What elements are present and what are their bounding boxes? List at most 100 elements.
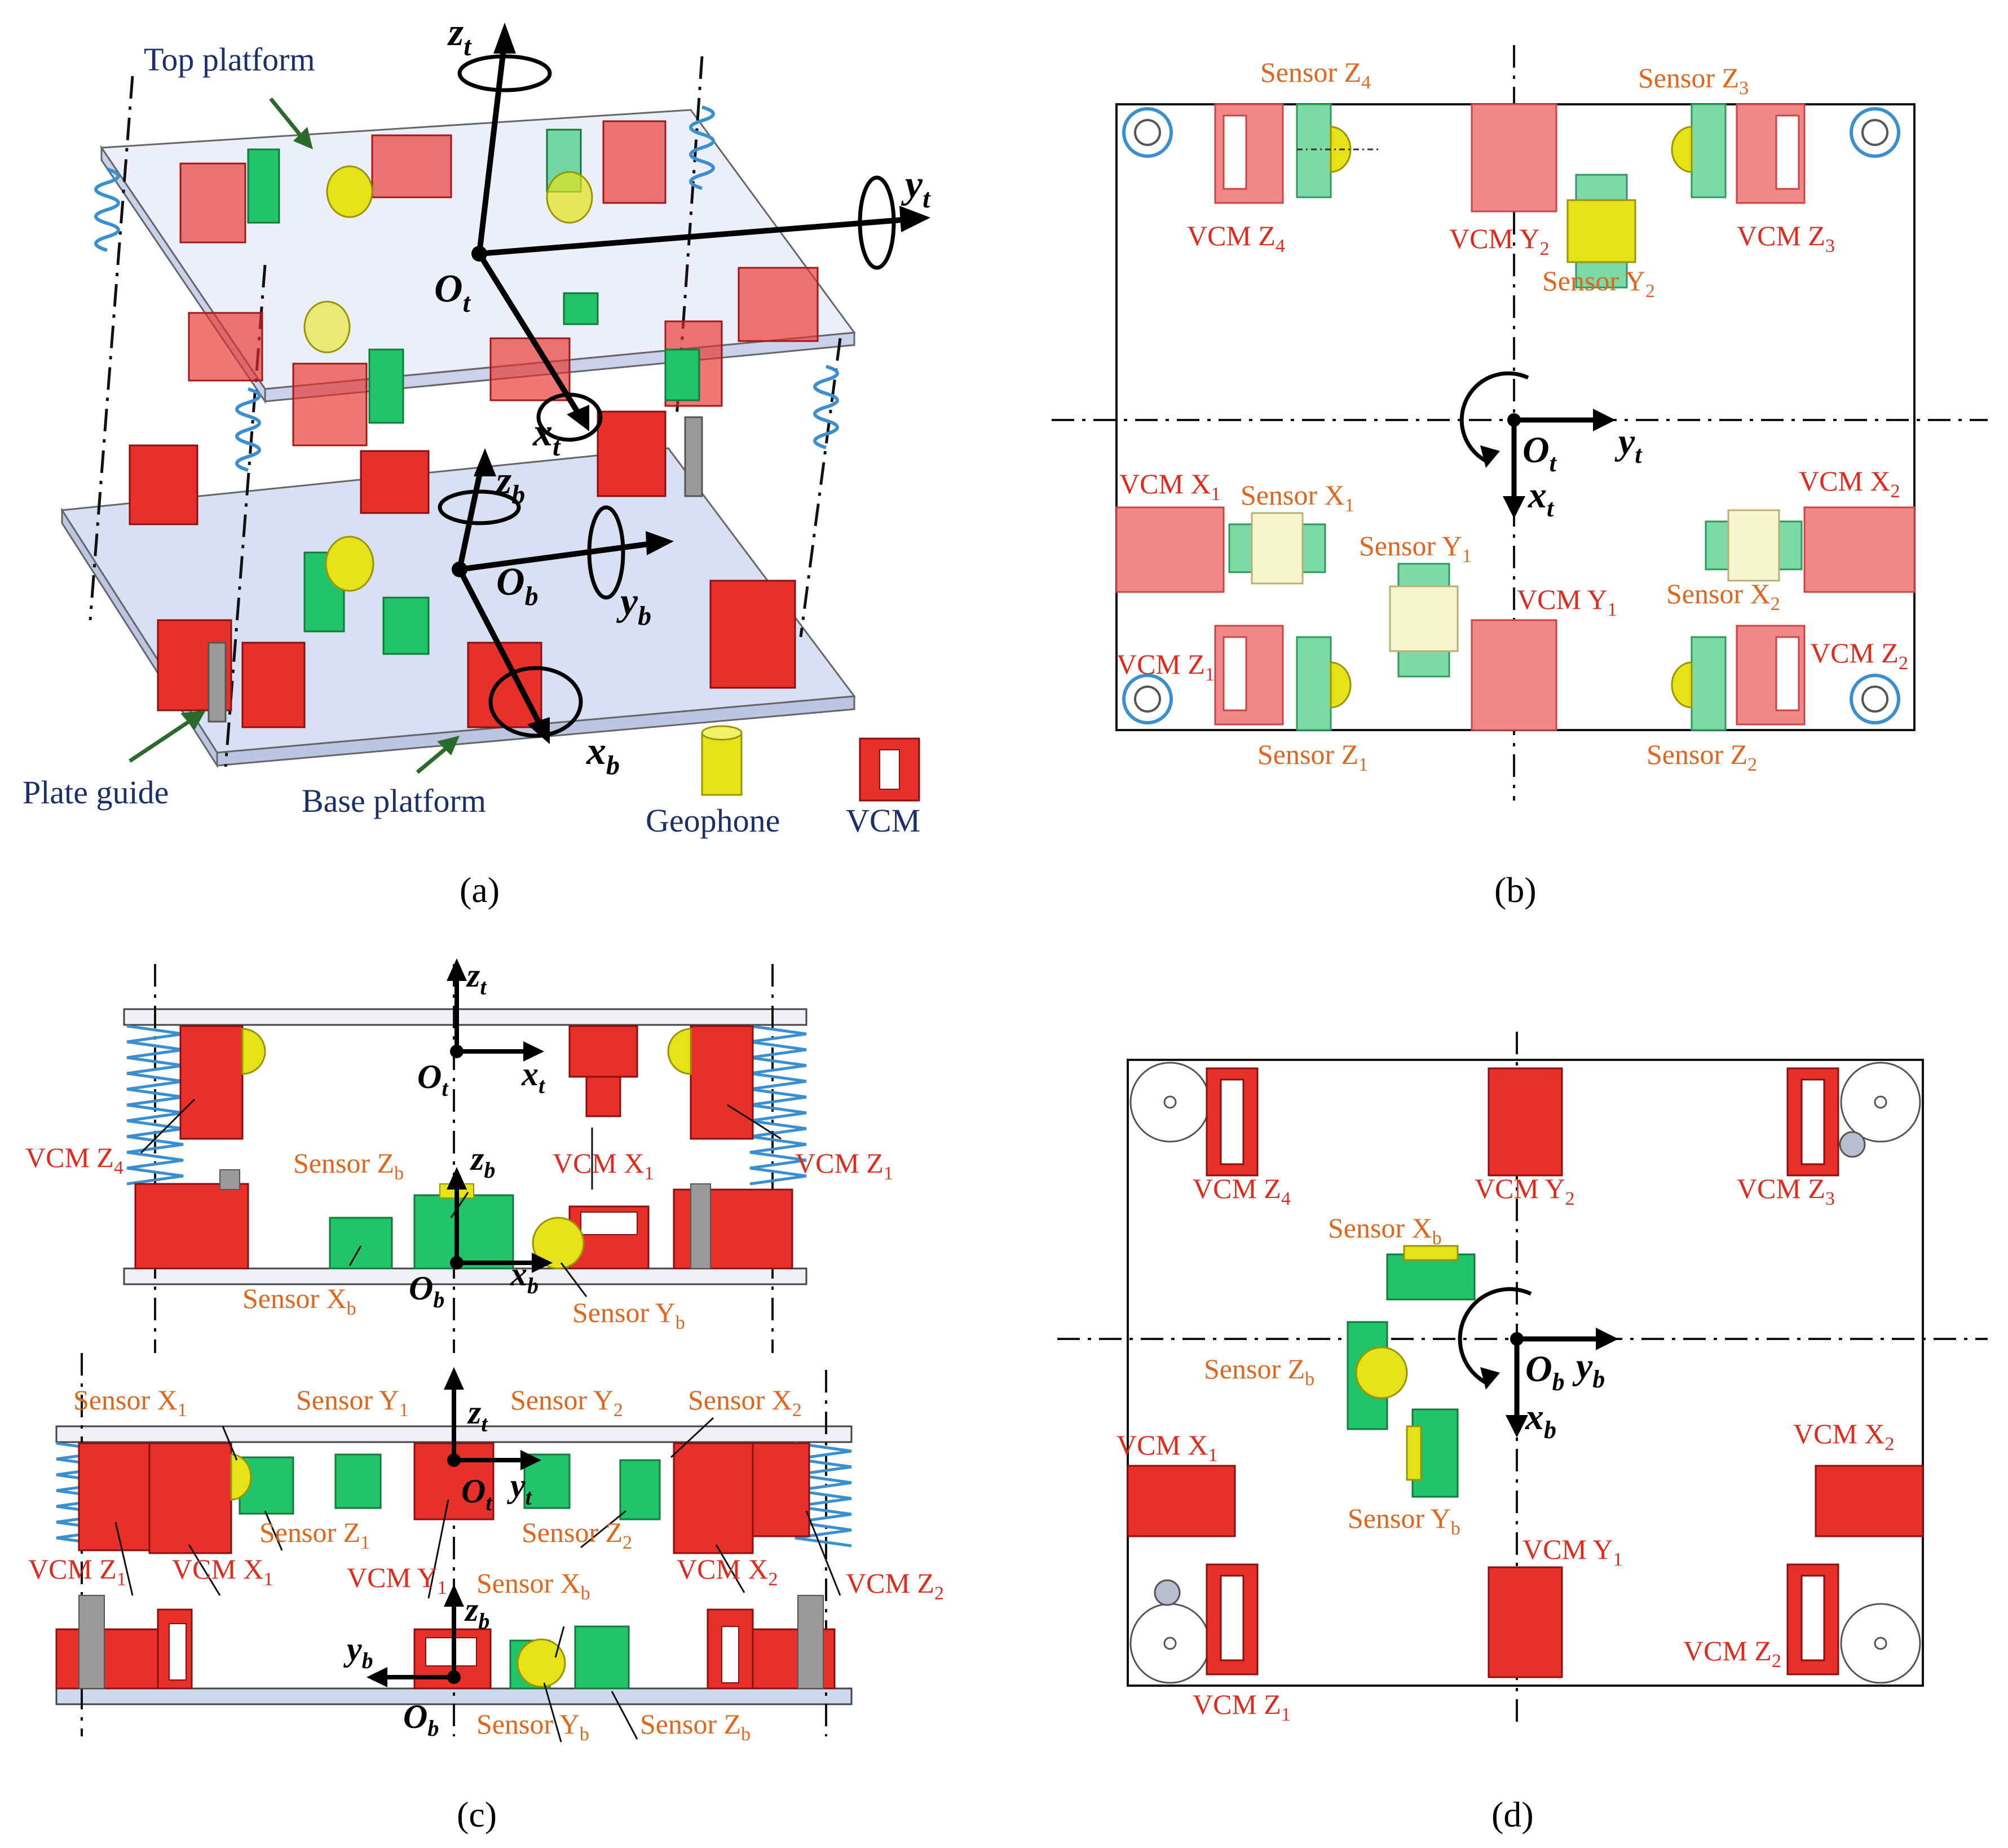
caption-c: (c)	[457, 1794, 497, 1834]
svg-text:Sensor X1: Sensor X1	[73, 1384, 187, 1421]
panel-a: zt yt Ot xt zb yb Ob xb Top platform Pla…	[23, 11, 931, 910]
vcm-icon	[371, 134, 452, 198]
svg-text:Sensor X2: Sensor X2	[688, 1384, 802, 1421]
geophone-icon	[326, 165, 373, 218]
svg-text:Ot: Ot	[434, 267, 471, 318]
vcm-icon	[738, 267, 819, 342]
arrow-head	[493, 23, 516, 54]
label-sensor-zb: Sensor Z	[293, 1147, 394, 1179]
label-vcm-x1: VCM X	[1119, 468, 1211, 499]
label-sensor-zb-lower: Sensor Z	[640, 1708, 741, 1740]
sensor-icon	[664, 348, 700, 401]
svg-text:VCM X1: VCM X1	[553, 1147, 654, 1184]
label-sensor-z3: Sensor Z	[1638, 62, 1739, 94]
label-sensor-xb: Sensor X	[1328, 1212, 1432, 1244]
label-sensor-yb-lower: Sensor Y	[476, 1708, 580, 1740]
svg-text:Sensor Yb: Sensor Yb	[1348, 1502, 1460, 1539]
label-vcm-z1: VCM Z	[795, 1147, 884, 1179]
svg-text:VCM X2: VCM X2	[1799, 465, 1900, 502]
sensor-z1-block	[1296, 636, 1332, 731]
svg-text:VCM Z3: VCM Z3	[1737, 1173, 1835, 1209]
geophone-icon	[303, 300, 351, 353]
vcm-icon	[709, 580, 796, 689]
svg-text:xt: xt	[1528, 475, 1555, 522]
svg-text:Sensor Yb: Sensor Yb	[476, 1708, 589, 1745]
arrow-head	[646, 531, 674, 555]
vcm-x1-block	[1127, 1465, 1236, 1537]
panel-c: zt Ot xt zb Ob xb zt Ot yt zb yb Ob VCM …	[25, 957, 944, 1834]
legend-geophone-label: Geophone	[646, 802, 780, 839]
label-sensor-z2: Sensor Z	[522, 1517, 623, 1548]
sensor-z4-block	[1296, 103, 1332, 198]
label-vcm-x2: VCM X	[677, 1553, 769, 1585]
label-vcm-y1: VCM Y	[1522, 1533, 1613, 1565]
svg-text:Ob: Ob	[496, 560, 539, 611]
label-vcm-y2: VCM Y	[1475, 1173, 1565, 1204]
svg-text:VCM Z4: VCM Z4	[1193, 1173, 1291, 1209]
svg-text:VCM X1: VCM X1	[1116, 1429, 1218, 1466]
svg-text:VCM Z2: VCM Z2	[1683, 1635, 1781, 1672]
svg-text:Sensor Z2: Sensor Z2	[1647, 739, 1757, 775]
label-sensor-y1: Sensor Y	[1359, 530, 1462, 562]
vcm-icon	[360, 450, 430, 514]
vcm-y2-block	[1488, 1067, 1563, 1177]
svg-text:VCM Z1: VCM Z1	[795, 1147, 893, 1184]
vcm-y2-block	[1471, 103, 1557, 213]
vcm-icon	[179, 162, 246, 244]
label-sensor-zb: Sensor Z	[1204, 1353, 1305, 1385]
vcm-y1-block	[1471, 619, 1557, 731]
label-vcm-z1: VCM Z	[1193, 1688, 1281, 1720]
arrow-head	[567, 405, 589, 431]
svg-text:VCM Z1: VCM Z1	[1193, 1688, 1291, 1725]
label-vcm-x2: VCM X	[1793, 1418, 1885, 1449]
svg-text:Ot: Ot	[417, 1058, 449, 1101]
label-sensor-z1: Sensor Z	[1257, 739, 1358, 770]
svg-text:xt: xt	[521, 1055, 546, 1098]
label-top-platform: Top platform	[144, 41, 315, 78]
caption-a: (a)	[460, 870, 500, 910]
svg-text:VCM Z1: VCM Z1	[1116, 648, 1215, 685]
axis-label-zt: z	[447, 11, 464, 54]
svg-text:Sensor Xb: Sensor Xb	[476, 1567, 590, 1604]
sensor-z2-block	[1691, 636, 1727, 731]
label-sensor-x2: Sensor X	[688, 1384, 792, 1416]
svg-text:yt: yt	[507, 1467, 533, 1510]
svg-text:xb: xb	[1525, 1396, 1556, 1444]
label-vcm-x1: VCM X	[553, 1147, 645, 1179]
svg-text:VCM Y2: VCM Y2	[1449, 223, 1550, 259]
label-plate-guide: Plate guide	[23, 774, 169, 811]
label-sensor-z2: Sensor Z	[1647, 739, 1747, 770]
vcm-x2-block	[1803, 506, 1916, 593]
arrow-head	[899, 206, 930, 232]
svg-text:Ob: Ob	[1525, 1349, 1565, 1396]
panel-d: Ob yb xb VCM Z4 VCM Y2 VCM Z3 Sensor Xb …	[1057, 1032, 1988, 1834]
svg-text:VCM Z2: VCM Z2	[1810, 637, 1908, 674]
plate-guide-post	[208, 642, 227, 723]
label-vcm-z4: VCM Z	[1193, 1173, 1281, 1204]
svg-text:VCM Z1: VCM Z1	[28, 1553, 126, 1590]
svg-text:VCM Y1: VCM Y1	[1522, 1533, 1623, 1570]
svg-text:VCM X2: VCM X2	[1793, 1418, 1895, 1454]
svg-text:Sensor X2: Sensor X2	[1666, 578, 1780, 614]
legend-vcm-label: VCM	[846, 802, 920, 839]
vcm-icon	[292, 362, 368, 446]
svg-text:VCM X1: VCM X1	[172, 1553, 273, 1590]
svg-text:zb: zb	[470, 1140, 495, 1183]
label-sensor-yb: Sensor Y	[1348, 1502, 1451, 1534]
label-vcm-z3: VCM Z	[1737, 1173, 1825, 1204]
vcm-icon	[241, 642, 306, 728]
label-sensor-xb: Sensor X	[242, 1283, 347, 1314]
svg-text:VCM X1: VCM X1	[1119, 468, 1221, 505]
svg-text:Sensor Zb: Sensor Zb	[1204, 1353, 1314, 1390]
label-vcm-z3: VCM Z	[1737, 220, 1825, 251]
svg-text:VCM Z4: VCM Z4	[25, 1142, 123, 1178]
svg-text:yt: yt	[901, 163, 931, 214]
svg-text:xb: xb	[586, 730, 620, 780]
caption-b: (b)	[1494, 870, 1537, 910]
svg-text:Sensor Y2: Sensor Y2	[1542, 265, 1655, 302]
sensor-icon	[247, 148, 280, 224]
svg-text:yb: yb	[1572, 1346, 1605, 1393]
base-plate-side-2	[55, 1687, 853, 1705]
svg-text:Ob: Ob	[409, 1270, 444, 1312]
label-vcm-z2: VCM Z	[1683, 1635, 1772, 1666]
